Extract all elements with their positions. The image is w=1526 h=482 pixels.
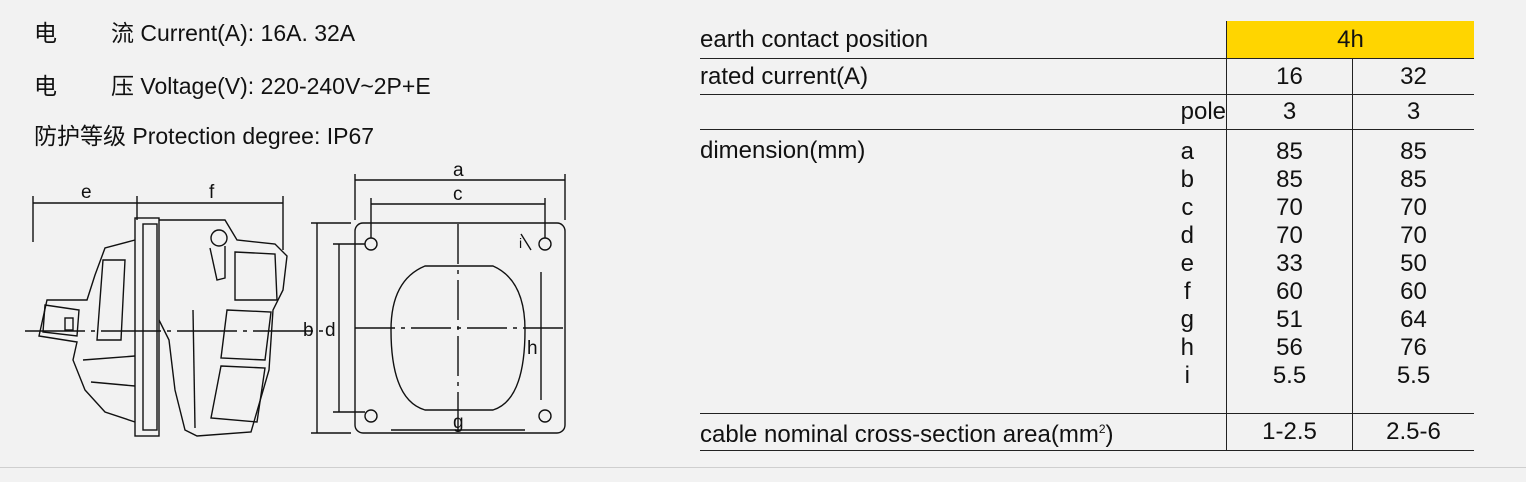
dimension-value: 5.5 bbox=[1272, 362, 1307, 389]
dimension-value: 70 bbox=[1276, 222, 1303, 249]
spec-voltage-cn-a: 电 bbox=[34, 73, 57, 99]
spec-voltage-en: Voltage(V): 220-240V~2P+E bbox=[140, 73, 431, 99]
spec-current: 电 流 Current(A): 16A. 32A bbox=[34, 19, 355, 47]
dimension-values-32: 85 85 70 70 50 60 64 76 5.5 bbox=[1352, 129, 1474, 414]
spec-voltage: 电 压 Voltage(V): 220-240V~2P+E bbox=[34, 72, 431, 100]
spec-current-cn-b: 流 bbox=[111, 20, 134, 46]
dimension-letter: g bbox=[1180, 306, 1194, 333]
spec-table: earth contact position 4h rated current(… bbox=[700, 21, 1474, 451]
dimension-letter: c bbox=[1181, 194, 1194, 221]
cable-label: cable nominal cross-section area(mm2) bbox=[700, 413, 1227, 451]
spec-protection: 防护等级 Protection degree: IP67 bbox=[34, 122, 374, 150]
dimension-value: 64 bbox=[1400, 306, 1427, 333]
row-cable: cable nominal cross-section area(mm2) 1-… bbox=[700, 413, 1474, 451]
dim-label-e: e bbox=[81, 182, 92, 203]
pole-label: pole bbox=[700, 94, 1227, 130]
dimension-value: 85 bbox=[1276, 166, 1303, 193]
dimension-letters: a b c d e f g h i bbox=[1181, 138, 1194, 390]
dimension-value: 76 bbox=[1400, 334, 1427, 361]
dimension-letter: e bbox=[1180, 250, 1194, 277]
row-pole: pole 3 3 bbox=[700, 94, 1474, 130]
technical-drawing: e f a c b d h g i bbox=[25, 160, 566, 437]
pole-32: 3 bbox=[1352, 94, 1474, 130]
dimension-value: 85 bbox=[1276, 138, 1303, 165]
dim-label-f: f bbox=[209, 182, 215, 203]
dimension-value: 33 bbox=[1276, 250, 1303, 277]
row-dimension: dimension(mm) a b c d e f g h i 85 85 70… bbox=[700, 129, 1474, 414]
dimension-value: 60 bbox=[1400, 278, 1427, 305]
dim-label-a: a bbox=[453, 160, 464, 181]
dim-label-i: i bbox=[519, 235, 522, 251]
dim-label-d: d bbox=[325, 320, 336, 341]
dimension-letter: h bbox=[1180, 334, 1194, 361]
rated-current-32: 32 bbox=[1352, 58, 1474, 95]
dimension-value: 70 bbox=[1276, 194, 1303, 221]
dimension-value: 70 bbox=[1400, 194, 1427, 221]
dim-label-b: b bbox=[303, 320, 314, 341]
dimension-value: 70 bbox=[1400, 222, 1427, 249]
row-earth-contact: earth contact position 4h bbox=[700, 21, 1474, 59]
pole-16: 3 bbox=[1226, 94, 1353, 130]
dimension-values-16: 85 85 70 70 33 60 51 56 5.5 bbox=[1226, 129, 1353, 414]
dimension-letter: i bbox=[1184, 362, 1190, 389]
dimension-letter: a bbox=[1180, 138, 1194, 165]
cable-label-text: cable nominal cross-section area(mm bbox=[700, 421, 1099, 448]
dimension-letter: f bbox=[1183, 278, 1191, 305]
dim-label-h: h bbox=[527, 338, 538, 359]
cable-32: 2.5-6 bbox=[1352, 413, 1474, 451]
cable-label-end: ) bbox=[1105, 421, 1114, 448]
spec-voltage-cn-b: 压 bbox=[111, 73, 134, 99]
dimension-letter: b bbox=[1180, 166, 1194, 193]
dimension-value: 85 bbox=[1400, 138, 1427, 165]
spec-protection-en: Protection degree: IP67 bbox=[132, 123, 375, 149]
bottom-divider bbox=[0, 467, 1526, 468]
dimension-label: dimension(mm) bbox=[700, 137, 866, 164]
dimension-value: 5.5 bbox=[1396, 362, 1431, 389]
dimension-value: 85 bbox=[1400, 166, 1427, 193]
dimension-value: 60 bbox=[1276, 278, 1303, 305]
dimension-value: 51 bbox=[1276, 306, 1303, 333]
dimension-value: 56 bbox=[1276, 334, 1303, 361]
dimension-letter: d bbox=[1180, 222, 1194, 249]
row-rated-current: rated current(A) 16 32 bbox=[700, 58, 1474, 95]
cable-16: 1-2.5 bbox=[1226, 413, 1353, 451]
dim-label-g: g bbox=[453, 412, 464, 433]
spec-current-cn-a: 电 bbox=[34, 20, 57, 46]
dim-label-c: c bbox=[453, 184, 463, 205]
earth-contact-label: earth contact position bbox=[700, 21, 1227, 59]
rated-current-16: 16 bbox=[1226, 58, 1353, 95]
dimension-value: 50 bbox=[1400, 250, 1427, 277]
earth-contact-value: 4h bbox=[1226, 21, 1474, 59]
rated-current-label: rated current(A) bbox=[700, 58, 1227, 95]
cable-label-sup: 2 bbox=[1098, 422, 1106, 436]
spec-current-en: Current(A): 16A. 32A bbox=[140, 20, 356, 46]
spec-protection-cn: 防护等级 bbox=[34, 123, 126, 149]
